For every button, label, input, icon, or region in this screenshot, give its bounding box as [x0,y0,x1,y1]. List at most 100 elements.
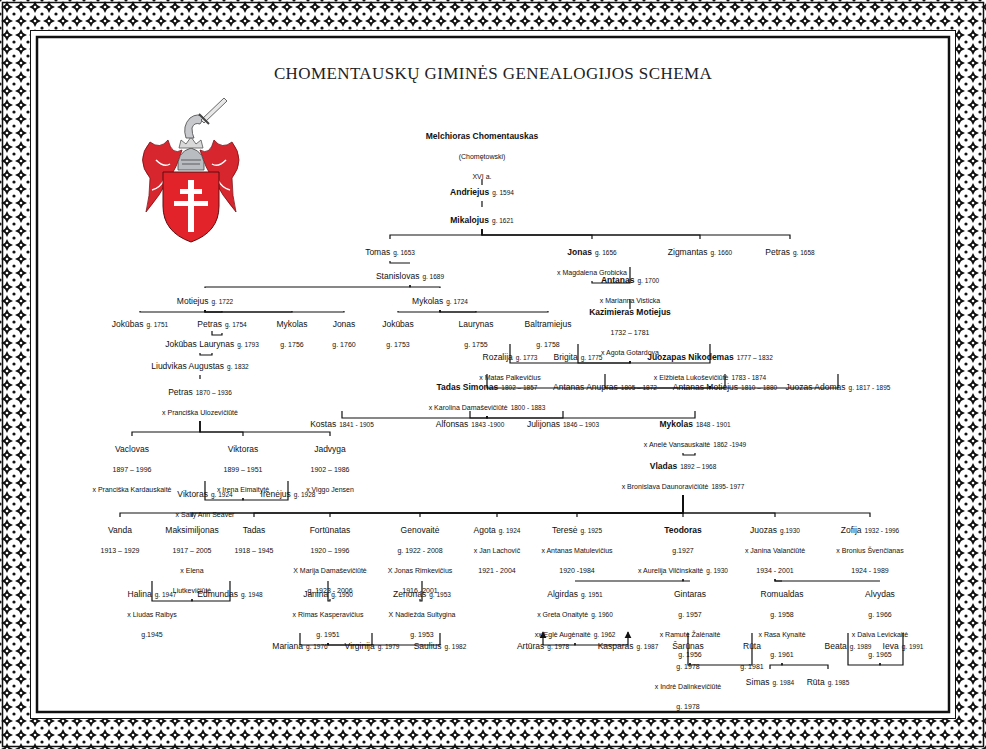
lineage-line [683,495,870,517]
person-name: Baltramiejus [525,319,572,329]
person-detail: x Pranciška Ulozevičiūtė [162,409,238,416]
person-entry: Petrasg. 1754 [197,312,246,332]
person-detail: x Marianna Visticka [600,297,661,304]
person-entry: Marianag. 1976 [272,634,327,654]
person-name: Juozas [750,525,777,535]
entry-line: Šarūnas [655,634,722,654]
person-detail: x Ramutė Žalėnaitė [660,631,721,638]
person-detail: g. 1722 [211,298,233,305]
person-name: Halina [128,589,152,599]
entry-line: 1902 – 1986 [306,457,354,477]
person-name: Tomas [365,247,390,257]
lineage-line [782,663,828,669]
entry-line: Romualdas [758,582,805,602]
lineage-line [482,229,700,239]
entry-line: g.1945 [127,622,176,642]
person-detail: g.1930 [780,527,800,534]
person-entry: Viktoras1899 – 1951x Irena Eimaitytė [217,437,269,497]
entry-line: x Sally Ann Seaver [176,502,235,522]
person-detail: g. 1724 [446,298,468,305]
person-name: Antanas Anupras [553,382,618,392]
person-name: Irenėjus [261,489,291,499]
person-detail: g. 1982 [445,643,467,650]
person-name: Viktoras [228,444,259,454]
person-detail: X Jonas Rimkevičius [388,567,453,574]
person-detail: 1895- 1977 [711,483,744,490]
lineage-line [200,421,243,436]
entry-line: Kasparasg. 1987 [598,634,659,654]
person-entry: Vaclovas1897 – 1996x Pranciška Kardauska… [93,437,172,497]
entry-line: g. 1756 [276,332,307,352]
entry-line: Petras1870 – 1936 [162,380,238,400]
entry-line: Irenėjusg. 1928 [261,482,316,502]
person-entry: Petrasg. 1658 [765,240,814,260]
person-name: Simas [746,677,770,687]
person-detail: x Rimas Kasperavičius [293,611,364,618]
person-name: Jonas [333,319,356,329]
person-detail: g. 1755 [464,341,487,348]
person-name: Vladas [650,461,677,471]
person-detail: 1917 – 2005 [173,547,212,554]
person-entry: Antanasg. 1700x Marianna Visticka [600,268,661,308]
person-detail: (Chomętowski) [459,153,506,160]
person-name: Romualdas [761,589,804,599]
person-name: Agota [474,525,496,535]
person-detail: g. 1751 [146,321,168,328]
entry-line: Jadvyga [306,437,354,457]
person-detail: x Elžbieta Lukoševičiūtė [654,374,729,381]
person-detail: x Antanas Matulevičius [541,547,612,554]
entry-line: Jokūbas Laurynasg. 1793 [165,332,259,352]
person-detail: g. 1656 [595,249,617,256]
person-detail: g. 1773 [516,354,538,361]
lineage-line [140,310,205,312]
person-name: Mykolas [276,319,307,329]
person-entry: Juozasg.1930x Janina Valančiūtė1934 - 20… [745,518,805,578]
person-entry: Alfonsas1843 -1900 [436,412,505,432]
person-name: Brigita [554,352,578,362]
person-detail: x Magdalena Grobicka [557,269,627,276]
lineage-line [482,229,790,239]
person-name: Alfonsas [436,419,469,429]
person-detail: 1846 – 1903 [563,421,599,428]
person-detail: g. 1987 [637,643,659,650]
person-detail: 1848 - 1901 [696,421,731,428]
person-name: Motiejus [177,296,209,306]
person-detail: x Sally Ann Seaver [176,511,235,518]
person-name: Juozapas Nikodemas [647,352,733,362]
lineage-line [481,201,482,207]
person-detail: g. 1754 [225,321,247,328]
entry-line: g. 1755 [459,332,494,352]
person-entry: Andriejusg. 1594 [450,180,514,200]
entry-line: Zenonasg. 1953 [389,582,456,602]
entry-line: x Rimas Kasperavičius [293,602,364,622]
person-entry: Jokūbas Laurynasg. 1793 [165,332,259,352]
person-detail: g. 1957 [678,611,701,618]
entry-line: Maksimiljonas [161,518,223,538]
person-detail: g. 1753 [386,341,409,348]
person-name: Stanislovas [376,271,419,281]
entry-line: x Bronius Švenčianas [836,538,903,558]
entry-line: g. 1957 [660,602,721,622]
entry-line: 1921 - 2004 [474,558,521,578]
person-detail: 1934 - 2001 [756,567,793,574]
lineage-line [420,495,683,517]
entry-line: Jokūbasg. 1751 [112,312,168,332]
person-name: Petras [197,319,222,329]
lineage-line [205,285,410,288]
person-name: Algirdas [547,589,578,599]
person-detail: g. 1930 [706,567,728,574]
lineage-line [487,411,695,418]
person-detail: g. 1989 [850,643,872,650]
entry-line: Zofija1932 - 1996 [836,518,903,538]
entry-line: Andriejusg. 1594 [450,180,514,200]
entry-line: Antanas Anupras1805 – 1872 [553,375,657,395]
person-detail: g. 1924 [499,527,521,534]
entry-line: Vaclovas [93,437,172,457]
entry-line: Teodoras [638,518,728,538]
entry-line: Kazimieras Motiejus [589,300,671,320]
person-detail: 1870 – 1936 [196,389,232,396]
person-entry: Tadas Simonas1802 – 1857x Karolina Damaš… [429,375,546,415]
person-name: Rozalija [483,352,513,362]
person-detail: g. 1960 [591,611,613,618]
person-name: Saulius [414,641,442,651]
